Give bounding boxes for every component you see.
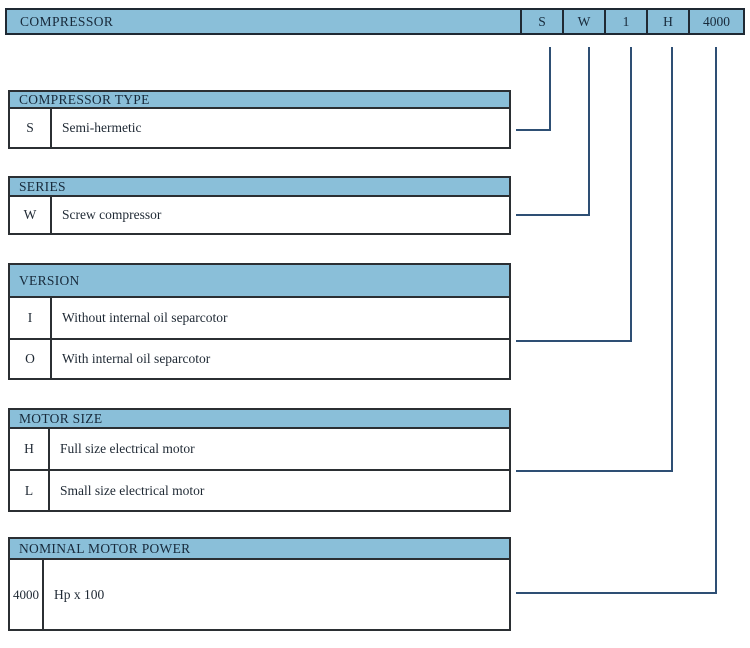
section-version: VERSION I Without internal oil separcoto… — [8, 263, 511, 380]
row-description: Semi-hermetic — [62, 120, 142, 135]
connector-version — [516, 47, 632, 342]
connector-motor-size — [516, 47, 673, 472]
model-code-bar: COMPRESSOR S W 1 H 4000 — [5, 8, 745, 35]
table-row: S Semi-hermetic — [8, 109, 511, 149]
section-series: SERIES W Screw compressor — [8, 176, 511, 235]
table-row: L Small size electrical motor — [8, 471, 511, 512]
row-code: H — [10, 429, 50, 469]
row-code: W — [10, 197, 52, 233]
connector-motor-power — [516, 47, 717, 594]
section-compressor-type: COMPRESSOR TYPE S Semi-hermetic — [8, 90, 511, 149]
row-code: L — [10, 471, 50, 510]
row-code: S — [10, 109, 52, 147]
code-cell-motor-size: H — [646, 10, 688, 33]
code-cell-series: W — [562, 10, 604, 33]
section-series-header: SERIES — [8, 176, 511, 197]
code-cell-compressor-type: S — [520, 10, 562, 33]
model-code-title: COMPRESSOR — [20, 13, 114, 29]
table-row: W Screw compressor — [8, 197, 511, 235]
row-description: Screw compressor — [62, 207, 162, 222]
section-version-header: VERSION — [8, 263, 511, 298]
row-code: O — [10, 340, 52, 378]
row-description: With internal oil separcotor — [62, 351, 211, 366]
table-row: 4000 Hp x 100 — [8, 560, 511, 631]
row-code: 4000 — [10, 560, 44, 629]
section-nominal-motor-power: NOMINAL MOTOR POWER 4000 Hp x 100 — [8, 537, 511, 631]
code-cell-version: 1 — [604, 10, 646, 33]
section-motor-size-header: MOTOR SIZE — [8, 408, 511, 429]
connector-series — [516, 47, 590, 216]
connector-compressor-type — [516, 47, 551, 131]
row-description: Hp x 100 — [54, 586, 105, 602]
table-row: H Full size electrical motor — [8, 429, 511, 471]
table-row: O With internal oil separcotor — [8, 340, 511, 380]
section-motor-size: MOTOR SIZE H Full size electrical motor … — [8, 408, 511, 512]
table-row: I Without internal oil separcotor — [8, 298, 511, 340]
row-code: I — [10, 298, 52, 338]
row-description: Without internal oil separcotor — [62, 310, 228, 325]
section-compressor-type-header: COMPRESSOR TYPE — [8, 90, 511, 109]
code-cell-motor-power: 4000 — [688, 10, 743, 33]
section-nominal-motor-power-header: NOMINAL MOTOR POWER — [8, 537, 511, 560]
row-description: Full size electrical motor — [60, 441, 195, 456]
row-description: Small size electrical motor — [60, 482, 205, 498]
